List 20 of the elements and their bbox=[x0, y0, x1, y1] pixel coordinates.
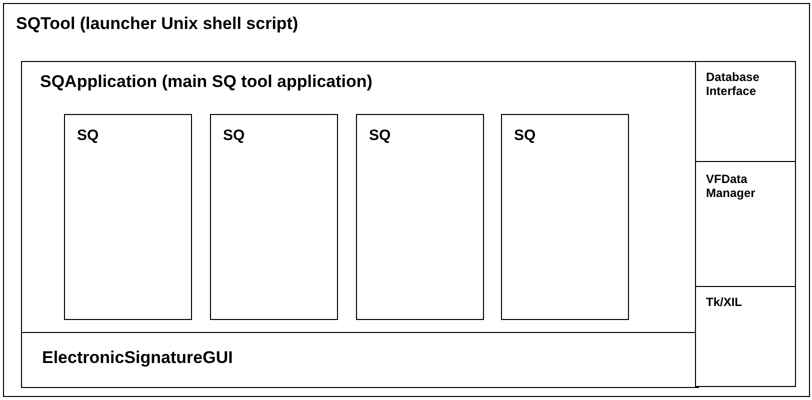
component-label: VFData Manager bbox=[706, 172, 756, 200]
component-box bbox=[695, 61, 796, 162]
band-box bbox=[21, 332, 699, 388]
container-box bbox=[3, 3, 810, 397]
component-label: SQTool (launcher Unix shell script) bbox=[16, 14, 298, 34]
component-box bbox=[695, 286, 796, 387]
component-label: SQApplication (main SQ tool application) bbox=[40, 72, 372, 92]
container-box bbox=[21, 61, 699, 387]
component-label: Tk/XIL bbox=[706, 295, 742, 309]
component-label: ElectronicSignatureGUI bbox=[42, 348, 233, 368]
component-label: SQ bbox=[369, 127, 391, 144]
component-box bbox=[356, 114, 484, 320]
component-box bbox=[64, 114, 192, 320]
component-box bbox=[210, 114, 338, 320]
component-label: SQ bbox=[514, 127, 536, 144]
component-box bbox=[695, 161, 796, 287]
component-box bbox=[501, 114, 629, 320]
component-label: SQ bbox=[223, 127, 245, 144]
component-label: Database Interface bbox=[706, 70, 760, 98]
component-label: SQ bbox=[77, 127, 99, 144]
